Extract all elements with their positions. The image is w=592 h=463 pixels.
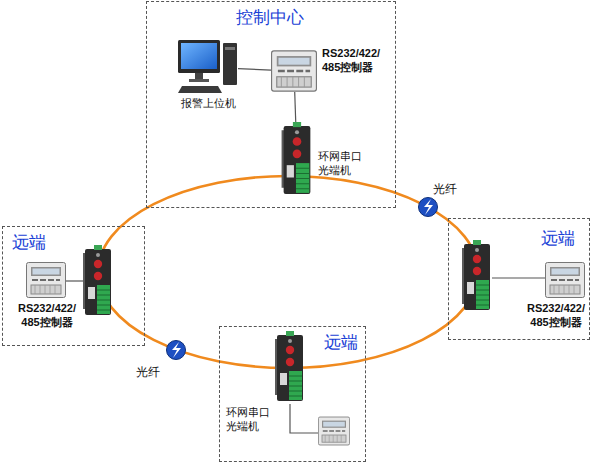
controller-icon	[27, 263, 66, 298]
group-title: 远端	[12, 232, 62, 253]
transceiver-icon	[282, 122, 311, 194]
device-label: 环网串口 光端机	[318, 150, 370, 178]
fiber-bolt	[172, 342, 181, 358]
device-node: RS232/422/ 485控制器	[545, 262, 585, 298]
fiber-icon	[167, 341, 186, 360]
serial-wire	[290, 404, 318, 433]
device-node: 环网串口 光端机	[275, 330, 305, 404]
controller-icon	[546, 263, 585, 298]
pc-icon	[178, 40, 237, 93]
site-group: RS232/422/ 485控制器 远端	[2, 226, 145, 346]
cable-line	[238, 69, 271, 70]
fiber-label: 光纤	[136, 364, 160, 381]
device-label: RS232/422/ 485控制器	[519, 302, 592, 330]
serial-wire	[492, 277, 545, 278]
controller-icon	[318, 417, 349, 445]
transceiver-icon	[275, 331, 303, 401]
device-label: 环网串口 光端机	[226, 406, 276, 434]
fiber-label: 光纤	[433, 181, 457, 198]
group-title: 远端	[541, 228, 587, 249]
site-group: RS232/422/ 485控制器 远端	[448, 218, 590, 340]
device-label: RS232/422/ 485控制器	[6, 302, 88, 330]
serial-wire	[66, 280, 84, 281]
transceiver-icon	[83, 245, 111, 315]
fiber-icon	[167, 341, 186, 360]
fiber-bolt	[424, 199, 433, 215]
device-node: 报警上位机	[178, 40, 238, 95]
transceiver-icon	[462, 240, 490, 310]
site-group: 环网串口 光端机远端	[219, 326, 366, 462]
device-node: 环网串口 光端机	[281, 122, 313, 196]
group-title: 远端	[324, 332, 364, 353]
group-title: 控制中心	[236, 7, 316, 28]
fiber-icon	[419, 198, 438, 217]
device-label: 报警上位机	[168, 97, 248, 111]
cable-line	[295, 92, 296, 122]
fiber-icon	[419, 198, 438, 217]
device-node: RS232/422/ 485控制器	[271, 50, 317, 92]
device-label: RS232/422/ 485控制器	[322, 47, 394, 75]
controller-icon	[272, 51, 317, 91]
device-node: RS232/422/ 485控制器	[26, 262, 66, 298]
site-group: 报警上位机 RS232/422/ 485控制器环网串口 光端机 控制中心	[146, 1, 396, 208]
